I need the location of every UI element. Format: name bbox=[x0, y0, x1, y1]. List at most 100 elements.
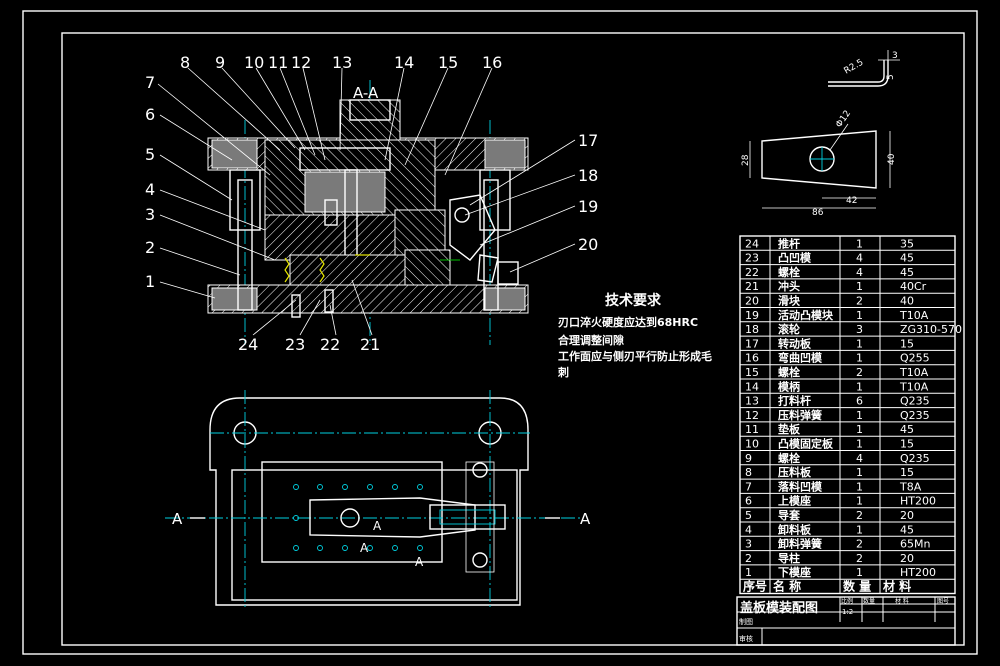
bom-cell: 螺栓 bbox=[778, 451, 800, 465]
bom-cell: 15 bbox=[900, 466, 914, 479]
bom-cell: 20 bbox=[745, 295, 759, 308]
drawing-border bbox=[22, 10, 978, 655]
bom-cell: 2 bbox=[745, 552, 752, 565]
cut-marker-a2: A bbox=[360, 541, 369, 555]
bom-cell: 打料杆 bbox=[778, 394, 811, 408]
dim-right-height: 40 bbox=[887, 153, 897, 165]
bom-cell: 45 bbox=[900, 423, 914, 436]
bom-cell: 冲头 bbox=[778, 279, 800, 293]
bom-cell: 上模座 bbox=[778, 494, 811, 508]
bom-cell: 15 bbox=[745, 366, 759, 379]
callout-12: 12 bbox=[291, 53, 311, 72]
bom-cell: 1 bbox=[856, 309, 863, 322]
bom-cell: 19 bbox=[745, 309, 759, 322]
drawing-inner-frame bbox=[61, 32, 965, 646]
bom-cell: 11 bbox=[745, 423, 759, 436]
bom-cell: HT200 bbox=[900, 566, 936, 579]
bom-cell: 5 bbox=[745, 509, 752, 522]
bom-cell: HT200 bbox=[900, 495, 936, 508]
bom-cell: 4 bbox=[856, 252, 863, 265]
bom-cell: 卸料弹簧 bbox=[778, 537, 822, 551]
bom-cell: 40 bbox=[900, 295, 914, 308]
bom-cell: 45 bbox=[900, 252, 914, 265]
bom-cell: 13 bbox=[745, 395, 759, 408]
label-drawn: 制图 bbox=[739, 617, 753, 626]
bom-cell: 转动板 bbox=[778, 336, 812, 350]
bom-cell: 14 bbox=[745, 380, 759, 393]
callout-20: 20 bbox=[578, 235, 598, 254]
title-block: 盖板模装配图 比例 数量 材 料 图号 1:2 制图 审核 bbox=[736, 596, 956, 646]
bom-cell: 压料弹簧 bbox=[778, 408, 822, 422]
bom-cell: 1 bbox=[856, 237, 863, 250]
part-detail: 3 R2.5 5 Φ12 28 40 42 86 bbox=[741, 50, 900, 218]
bom-header-cell: 名 称 bbox=[773, 579, 801, 594]
bom-cell: 2 bbox=[856, 552, 863, 565]
bom-cell: 推杆 bbox=[778, 236, 800, 250]
bom-cell: 6 bbox=[745, 495, 752, 508]
blanking-die bbox=[264, 214, 396, 261]
callout-19: 19 bbox=[578, 197, 598, 216]
dim-left-height: 28 bbox=[741, 154, 751, 166]
bom-cell: 4 bbox=[856, 452, 863, 465]
bom-cell: 滑块 bbox=[778, 294, 801, 308]
dim-thickness: 3 bbox=[892, 51, 898, 61]
cut-marker-a1: A bbox=[373, 519, 382, 533]
bom-cell: 17 bbox=[745, 337, 759, 350]
callout-21: 21 bbox=[360, 335, 380, 354]
bom-cell: Q235 bbox=[900, 452, 930, 465]
bom-cell: 23 bbox=[745, 252, 759, 265]
bom-cell: 2 bbox=[856, 538, 863, 551]
guide-post-left bbox=[237, 179, 253, 311]
bom-cell: 4 bbox=[856, 266, 863, 279]
bom-cell: 2 bbox=[856, 509, 863, 522]
bom-cell: 21 bbox=[745, 280, 759, 293]
bom-cell: T10A bbox=[899, 366, 929, 379]
bom-cell: 1 bbox=[856, 438, 863, 451]
bom-cell: 16 bbox=[745, 352, 759, 365]
callout-10: 10 bbox=[244, 53, 264, 72]
bom-cell: T10A bbox=[899, 309, 929, 322]
bom-cell: 落料凹模 bbox=[778, 479, 823, 493]
tech-title: 技术要求 bbox=[605, 292, 662, 309]
callout-8: 8 bbox=[180, 53, 190, 72]
bom-cell: 18 bbox=[745, 323, 759, 336]
bom-cell: 螺栓 bbox=[778, 265, 800, 279]
cut-marker-left: A bbox=[172, 510, 183, 528]
callout-18: 18 bbox=[578, 166, 598, 185]
bom-cell: 4 bbox=[745, 523, 752, 536]
bom-cell: 40Cr bbox=[900, 280, 927, 293]
cut-marker-right: A bbox=[580, 510, 591, 528]
callout-4: 4 bbox=[145, 180, 155, 199]
bom-cell: T10A bbox=[899, 380, 929, 393]
callout-16: 16 bbox=[482, 53, 502, 72]
bom-cell: ZG310-570 bbox=[900, 323, 962, 336]
bom-cell: 1 bbox=[856, 380, 863, 393]
bom-cell: Q255 bbox=[900, 352, 930, 365]
dim-bend-height: 5 bbox=[886, 74, 896, 80]
bom-cell: 65Mn bbox=[900, 538, 930, 551]
bom-cell: 8 bbox=[745, 466, 752, 479]
label-material: 材 料 bbox=[895, 597, 909, 605]
bom-cell: 螺栓 bbox=[778, 365, 800, 379]
callout-17: 17 bbox=[578, 131, 598, 150]
bom-cell: T8A bbox=[899, 480, 922, 493]
bom-cell: 1 bbox=[856, 409, 863, 422]
callout-9: 9 bbox=[215, 53, 225, 72]
bom-cell: 卸料板 bbox=[778, 522, 812, 536]
guide-bush-left bbox=[229, 169, 261, 231]
bom-cell: 凸凹模 bbox=[778, 251, 812, 265]
bom-header-cell: 材 料 bbox=[882, 579, 911, 594]
callout-5: 5 bbox=[145, 145, 155, 164]
callout-11: 11 bbox=[268, 53, 288, 72]
bom-cell: 弯曲凹模 bbox=[778, 351, 823, 365]
drawing-title: 盖板模装配图 bbox=[740, 600, 818, 616]
tech-line-4: 刺 bbox=[557, 365, 569, 379]
bending-die bbox=[289, 254, 406, 286]
bom-cell: 凸模固定板 bbox=[778, 437, 834, 451]
bom-cell: 24 bbox=[745, 237, 759, 250]
label-checked: 审核 bbox=[739, 634, 753, 643]
bom-cell: 3 bbox=[856, 323, 863, 336]
plan-view: A A A A A bbox=[165, 390, 591, 610]
